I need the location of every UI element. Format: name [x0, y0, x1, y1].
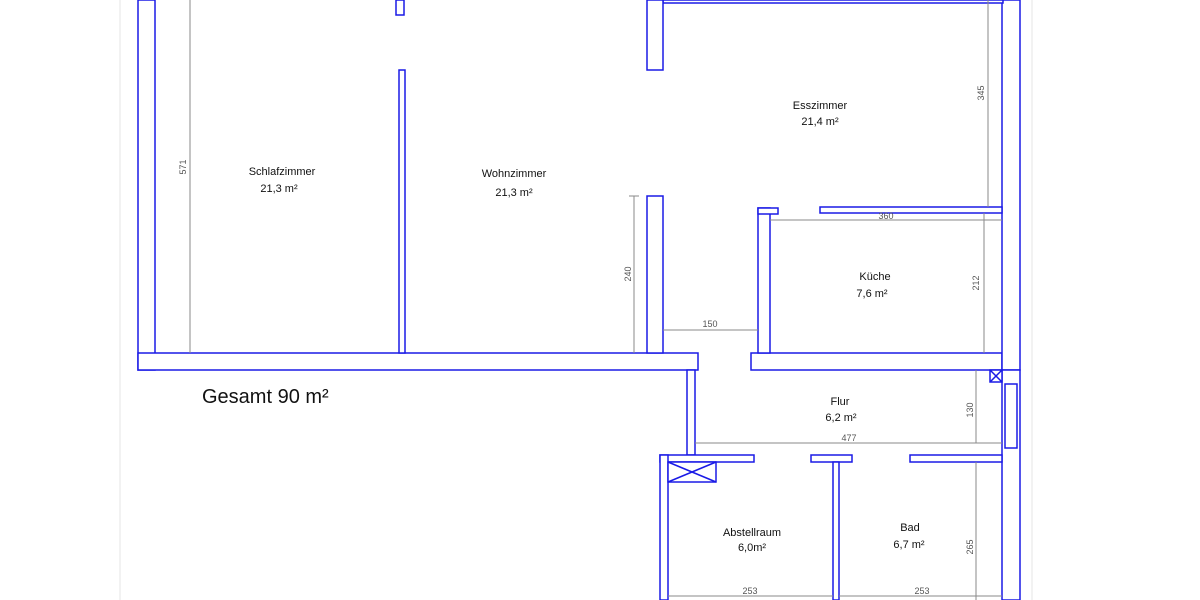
wall-divider-cap — [810, 454, 853, 463]
room-area-abstellraum: 6,0m² — [738, 542, 766, 554]
shaft-right-cross-b — [989, 369, 1003, 383]
wall-storage-bath — [832, 461, 840, 600]
room-name-bad: Bad — [900, 522, 920, 534]
wall-outer-bottom-left — [137, 352, 699, 371]
room-area-schlafzimmer: 21,3 m² — [260, 183, 298, 195]
room-area-esszimmer: 21,4 m² — [801, 116, 839, 128]
room-area-flur: 6,2 m² — [825, 412, 857, 424]
dim-label-360: 360 — [878, 211, 893, 221]
room-area-bad: 6,7 m² — [893, 539, 925, 551]
wall-bed-living-top — [395, 0, 405, 16]
dim-label-150: 150 — [702, 319, 717, 329]
wall-outer-bottom-right — [750, 352, 1003, 371]
wall-kitchen-top — [819, 206, 1003, 214]
dim-label-240: 240 — [623, 266, 633, 281]
shaft-storage-cross-b — [667, 461, 717, 483]
window-right — [1004, 383, 1018, 449]
dim-label-253-a: 253 — [742, 586, 757, 596]
wall-hall-left — [686, 369, 696, 456]
wall-kitchen-left-cap — [757, 207, 779, 215]
dim-label-345: 345 — [976, 85, 986, 100]
wall-living-hall — [646, 195, 664, 354]
wall-storage-left — [659, 454, 669, 600]
wall-kitchen-left — [757, 207, 771, 354]
wall-bed-living — [398, 69, 406, 354]
wall-outer-right — [1001, 0, 1021, 371]
room-name-abstellraum: Abstellraum — [723, 527, 781, 539]
total-area-label: Gesamt 90 m² — [202, 386, 329, 408]
room-name-esszimmer: Esszimmer — [793, 100, 848, 112]
room-name-kueche: Küche — [859, 271, 890, 283]
dim-label-212: 212 — [971, 275, 981, 290]
room-name-schlafzimmer: Schlafzimmer — [249, 166, 316, 178]
room-name-wohnzimmer: Wohnzimmer — [482, 168, 547, 180]
wall-top-segment — [662, 0, 1004, 4]
dim-label-477: 477 — [841, 433, 856, 443]
dim-label-130: 130 — [965, 402, 975, 417]
dim-label-265: 265 — [965, 539, 975, 554]
room-area-kueche: 7,6 m² — [856, 288, 888, 300]
wall-bath-top — [909, 454, 1003, 463]
wall-living-dining-top — [646, 0, 664, 71]
room-name-flur: Flur — [831, 396, 850, 408]
wall-storage-top — [659, 454, 755, 463]
dim-label-571: 571 — [178, 159, 188, 174]
wall-outer-left — [137, 0, 156, 371]
dim-label-253-b: 253 — [914, 586, 929, 596]
room-area-wohnzimmer: 21,3 m² — [495, 187, 533, 199]
